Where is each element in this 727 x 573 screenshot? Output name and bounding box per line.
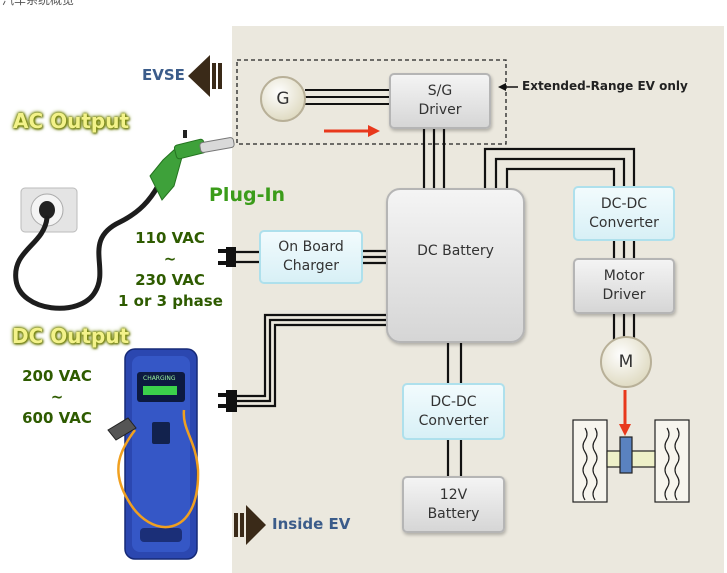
dcdc-motor-wires — [612, 240, 636, 258]
motor-arrow — [619, 390, 631, 436]
extended-range-box — [236, 59, 507, 145]
evse-arrow — [188, 55, 222, 97]
plug-in-label: Plug-In — [209, 184, 286, 206]
power-flow-arrow-top — [324, 125, 380, 137]
ac-plug-handle — [149, 130, 235, 201]
generator-circle: G — [260, 76, 306, 122]
battery-dcdc-low-wires — [446, 342, 463, 383]
ac-output-title: AC Output — [13, 109, 130, 133]
drivetrain — [572, 419, 690, 503]
sg-driver-block: S/G Driver — [389, 73, 491, 129]
wall-socket — [20, 187, 78, 233]
dc-charger-station — [107, 348, 200, 560]
ac-cable — [13, 183, 161, 311]
driver-motor-wires — [612, 313, 636, 340]
ac-inlet-wires — [236, 250, 260, 264]
dcdc-converter-top: DC-DC Converter — [573, 186, 675, 241]
motor-circle: M — [600, 336, 652, 388]
inside-ev-label: Inside EV — [272, 515, 351, 533]
sg-battery-wires — [422, 128, 446, 190]
charger-battery-wires — [362, 249, 386, 265]
dc-output-title: DC Output — [12, 324, 130, 348]
battery-12v-block: 12V Battery — [402, 476, 505, 533]
on-board-charger-block: On Board Charger — [259, 230, 363, 284]
evse-label: EVSE — [142, 66, 185, 84]
dc-voltage-label: 200 VAC ~ 600 VAC — [22, 367, 92, 427]
motor-driver-block: Motor Driver — [573, 258, 675, 314]
inside-ev-arrow — [234, 505, 266, 545]
extended-range-arrow — [498, 83, 518, 91]
dc-battery-block: DC Battery — [386, 188, 525, 343]
extended-range-label: Extended-Range EV only — [522, 79, 688, 93]
generator-wires — [305, 89, 390, 105]
dc-inlet-wires — [237, 313, 386, 408]
dcdc-12v-wires — [446, 440, 463, 476]
dc-inlet-connector — [226, 390, 237, 412]
ac-voltage-label: 110 VAC ~ 230 VAC 1 or 3 phase — [118, 229, 223, 310]
generator-label: G — [276, 88, 290, 109]
dcdc-converter-bottom: DC-DC Converter — [402, 383, 505, 440]
battery-dcdc-bus — [483, 147, 636, 190]
ac-inlet-connector — [226, 247, 236, 267]
charger-screen-text: CHARGING — [143, 375, 176, 382]
header-text: 汽车系统概览 — [2, 0, 75, 7]
